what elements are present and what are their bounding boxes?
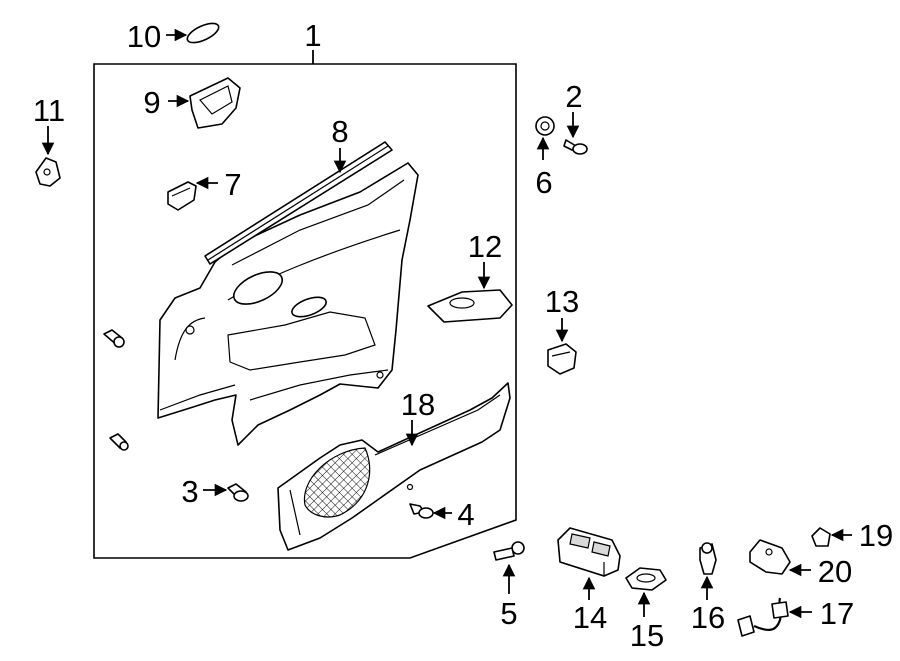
callout-12: 12 [468,229,502,264]
callout-17: 17 [820,596,854,631]
callout-6: 6 [535,165,552,200]
push-clip-left-upper [103,329,125,348]
lamp-socket [699,542,717,575]
callout-14: 14 [573,600,607,635]
armrest-panel [277,382,511,551]
callout-1: 1 [304,18,321,53]
small-cap [186,22,220,44]
callout-15: 15 [630,618,664,653]
lamp-bulb [811,527,831,547]
callout-3: 3 [181,474,198,509]
bolt-with-washer [493,541,525,561]
push-clip-left-lower [109,433,129,451]
power-window-switch [557,527,621,577]
retainer-clip [547,343,577,375]
callout-13: 13 [545,284,579,319]
callout-8: 8 [331,114,348,149]
callout-19: 19 [859,518,893,553]
pin-clip [227,483,249,502]
switch-bezel-trim [427,289,513,323]
trim-clip [167,181,197,211]
callout-18: 18 [401,387,435,422]
callout-4: 4 [457,497,474,532]
callout-20: 20 [818,554,852,589]
callout-2: 2 [565,79,582,114]
handle-bezel [189,77,241,129]
grommet [535,116,555,136]
lamp-housing [749,539,791,575]
switch-base [625,567,667,591]
door-trim-panel [157,162,419,446]
trim-screw [563,139,588,155]
wiring-harness [737,597,789,637]
armrest-screw [409,503,434,519]
assembly-outline [93,63,517,559]
callout-7: 7 [224,167,241,202]
callout-9: 9 [143,85,160,120]
callout-11: 11 [33,93,65,128]
callout-5: 5 [500,596,517,631]
callout-10: 10 [127,19,161,54]
callout-16: 16 [691,600,725,635]
mounting-bracket [35,157,61,187]
